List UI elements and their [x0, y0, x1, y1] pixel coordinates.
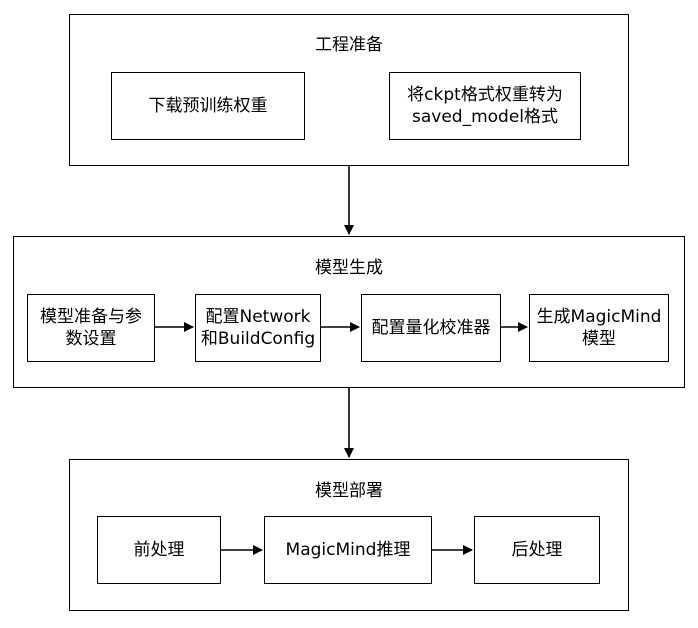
step-download-pretrained-weights: 下载预训练权重 — [111, 72, 305, 140]
step-preprocess: 前处理 — [97, 516, 221, 584]
step-magicmind-inference: MagicMind推理 — [264, 516, 432, 584]
step-model-prep-params: 模型准备与参 数设置 — [27, 294, 155, 362]
step-label-line-1: 配置Network — [205, 307, 311, 327]
step-postprocess: 后处理 — [474, 516, 600, 584]
step-label: 后处理 — [511, 540, 563, 560]
step-config-quant-calibrator: 配置量化校准器 — [361, 294, 501, 362]
step-label: 配置量化校准器 — [371, 318, 491, 338]
stage-title: 模型生成 — [315, 258, 383, 278]
step-label-line-2: 和BuildConfig — [200, 329, 316, 349]
step-label-line-1: 模型准备与参 — [40, 307, 142, 327]
step-config-network-buildconfig: 配置Network 和BuildConfig — [195, 294, 321, 362]
step-label: 下载预训练权重 — [148, 96, 268, 116]
step-convert-ckpt-to-saved-model: 将ckpt格式权重转为 saved_model格式 — [389, 72, 581, 140]
step-label-line-1: 将ckpt格式权重转为 — [407, 85, 563, 105]
step-label-line-2: saved_model格式 — [411, 107, 559, 127]
stage-title: 工程准备 — [315, 35, 383, 55]
stage-title: 模型部署 — [315, 481, 383, 501]
step-generate-magicmind-model: 生成MagicMind 模型 — [529, 294, 669, 362]
step-label: 前处理 — [133, 540, 185, 560]
step-label: MagicMind推理 — [285, 540, 411, 560]
step-label-line-1: 生成MagicMind — [536, 307, 662, 327]
step-label-line-2: 模型 — [582, 329, 616, 349]
step-label-line-2: 数设置 — [65, 329, 117, 349]
